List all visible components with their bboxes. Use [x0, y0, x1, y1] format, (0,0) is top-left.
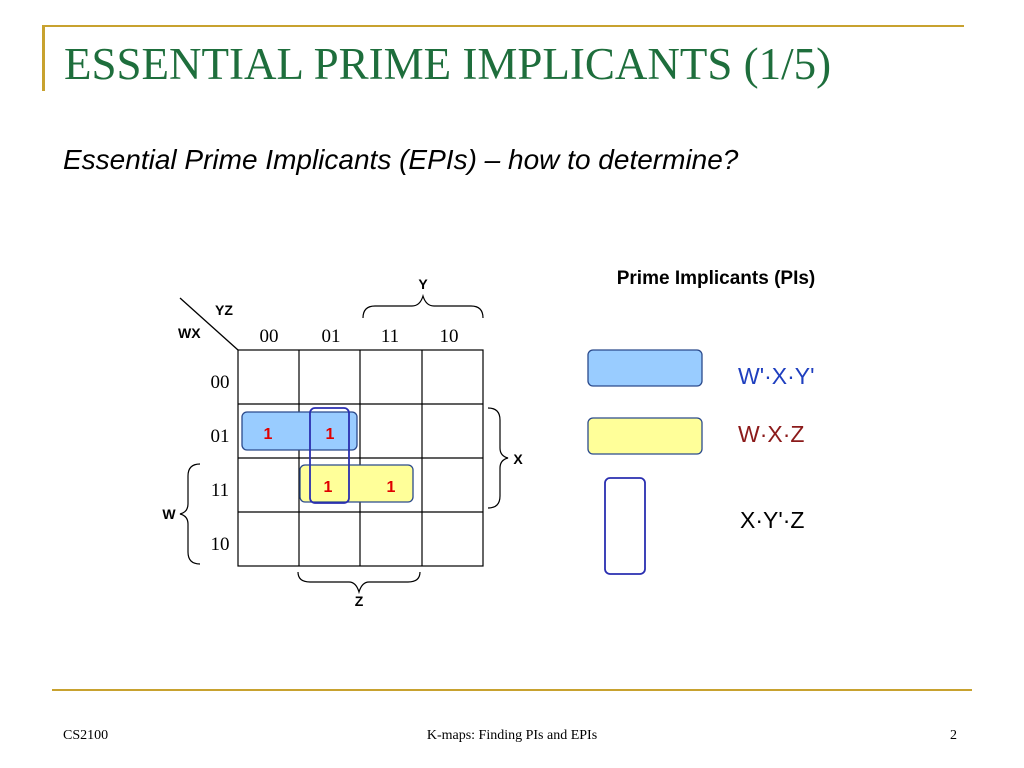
legend-title: Prime Implicants (PIs)	[617, 268, 816, 289]
brace-label-bottom: Z	[355, 593, 364, 609]
kmap-grid	[237, 349, 484, 567]
footer-page-number: 2	[950, 728, 957, 743]
pi-group-blue	[241, 411, 358, 451]
legend-label-yellow: W·X·Z	[738, 421, 804, 447]
kmap-col-header: 11	[381, 326, 399, 347]
kmap-diagonal	[179, 297, 239, 351]
legend-swatch-outline	[604, 477, 646, 575]
brace-label-top: Y	[418, 276, 428, 292]
kmap-cell-one: 1	[264, 426, 273, 443]
brace-top	[362, 293, 484, 319]
footer-course: CS2100	[63, 728, 109, 743]
brace-right	[487, 407, 509, 509]
kmap-col-var-label: YZ	[215, 302, 233, 318]
title-accent-horizontal	[42, 25, 964, 27]
kmap-col-header: 01	[322, 326, 341, 347]
kmap-row-header: 11	[211, 480, 229, 501]
kmap-row-header: 01	[211, 426, 230, 447]
brace-bottom	[297, 571, 421, 595]
title-accent-vertical	[42, 25, 45, 91]
legend-swatch-yellow	[587, 417, 703, 455]
kmap-cell-one: 1	[326, 426, 335, 443]
brace-label-left: W	[162, 506, 176, 522]
slide-subtitle: Essential Prime Implicants (EPIs) – how …	[63, 144, 739, 175]
kmap-col-header: 10	[440, 326, 459, 347]
kmap-col-header: 00	[260, 326, 279, 347]
footer-divider	[52, 689, 972, 691]
pi-group-yellow	[299, 464, 414, 503]
kmap-row-header: 00	[211, 372, 230, 393]
pi-group-outline	[309, 407, 350, 504]
kmap-row-var-label: WX	[178, 325, 201, 341]
brace-left	[179, 463, 201, 565]
legend-swatch-blue	[587, 349, 703, 387]
slide-title: ESSENTIAL PRIME IMPLICANTS (1/5)	[64, 39, 832, 89]
legend-label-outline: X·Y'·Z	[740, 507, 804, 533]
footer-topic: K-maps: Finding PIs and EPIs	[426, 728, 598, 743]
kmap-row-header: 10	[211, 534, 230, 555]
kmap-cell-one: 1	[324, 479, 333, 496]
brace-label-right: X	[513, 451, 523, 467]
kmap-cell-one: 1	[387, 479, 396, 496]
legend-label-blue: W'·X·Y'	[738, 363, 815, 389]
